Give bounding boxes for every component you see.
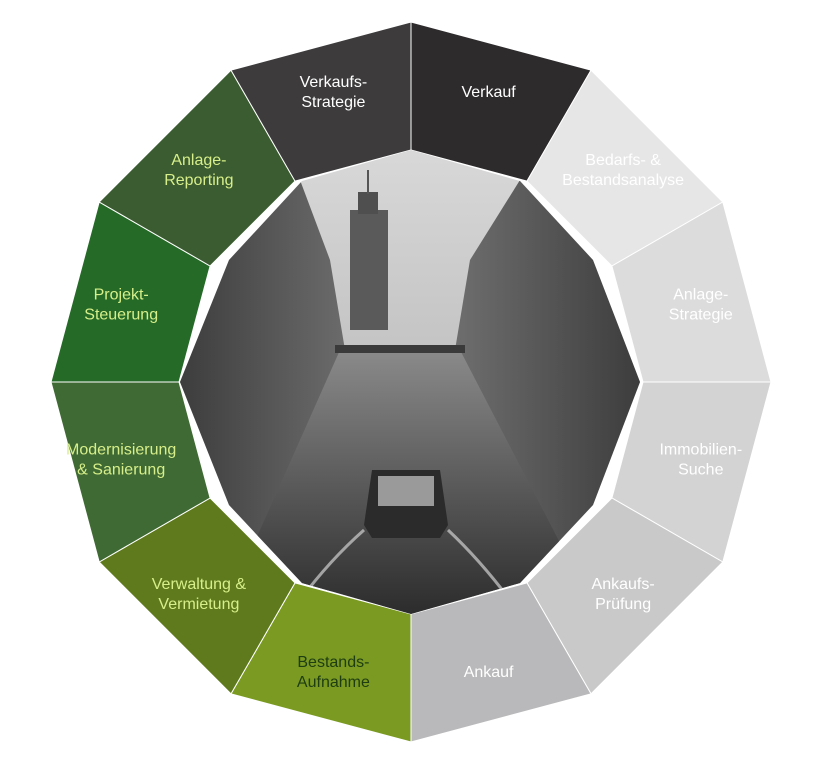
segment-label-7: Bestands- Aufnahme	[297, 654, 370, 691]
segment-label-9: Modernisierung & Sanierung	[66, 442, 176, 479]
segment-label-10: Projekt- Steuerung	[84, 286, 158, 323]
segment-label-line: Bestands-	[297, 654, 369, 671]
segment-label-line: Projekt-	[94, 286, 149, 303]
segment-label-12: Verkaufs- Strategie	[300, 74, 368, 111]
segment-label-line: Verwaltung &	[152, 576, 247, 593]
segment-label-6: Ankauf	[464, 664, 514, 681]
segment-label-line: Aufnahme	[297, 674, 370, 691]
segment-label-line: Strategie	[301, 94, 365, 111]
segment-label-line: Anlage-	[673, 286, 728, 303]
segment-label-line: Bestandsanalyse	[562, 172, 684, 189]
segment-label-line: Modernisierung	[66, 442, 176, 459]
segment-label-3: Anlage- Strategie	[669, 286, 733, 323]
segment-label-line: Anlage-	[171, 152, 226, 169]
segment-label-11: Anlage- Reporting	[164, 152, 233, 189]
segment-label-line: Strategie	[669, 306, 733, 323]
segment-label-line: Vermietung	[158, 596, 239, 613]
segment-label-line: Immobilien-	[659, 442, 742, 459]
segment-label-line: Suche	[678, 462, 723, 479]
tower	[350, 210, 388, 330]
segment-label-line: Prüfung	[595, 596, 651, 613]
segment-label-8: Verwaltung & Vermietung	[152, 576, 247, 613]
segment-label-line: Ankaufs-	[592, 576, 655, 593]
segment-label-line: Reporting	[164, 172, 233, 189]
segment-label-1: Verkauf	[461, 84, 516, 101]
segment-label-2: Bedarfs- & Bestandsanalyse	[562, 152, 684, 189]
segment-label-5: Ankaufs- Prüfung	[592, 576, 655, 613]
segment-label-line: Verkaufs-	[300, 74, 368, 91]
segment-label-line: Bedarfs- &	[585, 152, 661, 169]
segment-label-4: Immobilien- Suche	[659, 442, 742, 479]
segment-label-line: Steuerung	[84, 306, 158, 323]
segment-label-line: Verkauf	[461, 84, 516, 101]
segment-label-line: Ankauf	[464, 664, 514, 681]
segment-label-line: & Sanierung	[77, 462, 165, 479]
